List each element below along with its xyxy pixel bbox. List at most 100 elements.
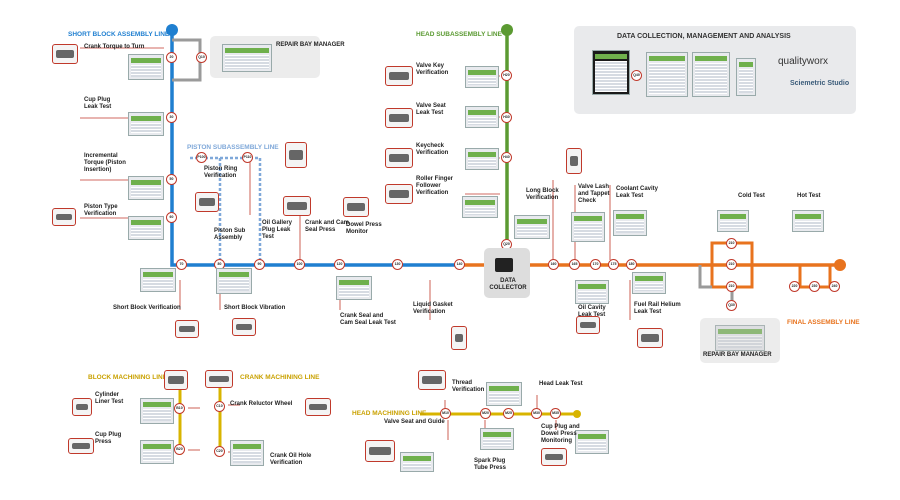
label-oil-cavity: Oil Cavity Leak Test <box>578 305 606 318</box>
label-crank-reluctor: Crank Reluctor Wheel <box>230 401 293 407</box>
shot-coolant <box>613 210 647 236</box>
repair-bay-screenshot <box>222 44 272 72</box>
shot-crank-oil <box>230 440 264 466</box>
label-cup-plug-dowel: Cup Plug and Dowel Press Monitoring <box>541 424 580 444</box>
part-valve-key <box>385 66 413 86</box>
node-180: 180 <box>626 259 637 270</box>
node-m25: M25 <box>503 408 514 419</box>
head-sub-title: HEAD SUBASSEMBLY LINE <box>416 31 502 38</box>
shot-piston-type <box>128 216 164 240</box>
node-70: 70 <box>176 259 187 270</box>
part-crankshaft <box>52 44 78 64</box>
repair-bay-panel-bottom <box>700 318 780 363</box>
short-block-title: SHORT BLOCK ASSEMBLY LINE <box>68 31 170 38</box>
shot-cup-plug-press <box>140 440 174 464</box>
part-piston-rings <box>195 192 219 212</box>
node-q30: Q30 <box>726 300 737 311</box>
shot-thread <box>486 382 522 406</box>
node-b10: B10 <box>174 403 185 414</box>
part-reluctor <box>305 398 331 416</box>
node-p100: P100 <box>196 152 207 163</box>
label-thread: Thread Verification <box>452 380 485 393</box>
node-130: 130 <box>392 259 403 270</box>
label-roller-finger: Roller Finger Follower Verification <box>416 176 454 196</box>
shot-fuel-rail <box>632 272 666 294</box>
part-vibration <box>232 318 256 336</box>
block-machining-title: BLOCK MACHINING LINE <box>88 374 168 381</box>
part-valve-lash <box>566 148 582 174</box>
label-valve-key: Valve Key Verification <box>416 63 449 76</box>
label-valve-seat-leak: Valve Seat Leak Test <box>416 103 446 116</box>
label-cylinder-liner: Cylinder Liner Test <box>95 392 124 405</box>
node-50: 50 <box>166 174 177 185</box>
label-spark-plug: Spark Plug Tube Press <box>474 458 506 471</box>
report-screenshot-3 <box>736 58 756 96</box>
label-valve-seat-guide: Valve Seat and Guide <box>384 419 445 425</box>
label-oil-gallery: Oil Gallery Plug Leak Test <box>262 220 293 240</box>
label-crank-cam-seal: Crank and Cam Seal Press <box>305 220 350 233</box>
part-roller <box>385 184 413 204</box>
label-coolant-cavity: Coolant Cavity Leak Test <box>616 186 659 199</box>
part-valve-seat <box>385 108 413 128</box>
label-incremental-torque: Incremental Torque (Piston Insertion) <box>84 153 126 173</box>
part-fuel-rail <box>637 328 663 348</box>
shot-hot-test <box>792 210 824 232</box>
data-collector-icon <box>495 258 513 272</box>
label-liquid-gasket: Liquid Gasket Verification <box>413 302 453 315</box>
node-m35: M35 <box>550 408 561 419</box>
data-collector-label: DATA COLLECTOR <box>489 278 527 291</box>
node-170: 170 <box>590 259 601 270</box>
label-repair-bay-bottom: REPAIR BAY MANAGER <box>703 352 772 358</box>
node-p110: P110 <box>242 152 253 163</box>
label-head-leak: Head Leak Test <box>539 381 583 387</box>
part-block <box>164 370 188 390</box>
part-thread <box>418 370 446 390</box>
node-q40: Q40 <box>631 70 642 81</box>
node-100: 100 <box>294 259 305 270</box>
shot-repair-bay-bottom <box>715 325 765 351</box>
shot-roller <box>462 196 498 218</box>
part-short-block <box>175 320 199 338</box>
sciemetric-logo: Sciemetric Studio <box>790 80 850 87</box>
shot-short-block-verif <box>140 268 176 292</box>
shot-keycheck <box>465 148 499 170</box>
node-60: 60 <box>166 212 177 223</box>
node-175: 175 <box>608 259 619 270</box>
shot-valve-seat <box>465 106 499 128</box>
part-seal <box>283 196 311 216</box>
node-140: 140 <box>454 259 465 270</box>
shot-valve-key <box>465 66 499 88</box>
part-cup-plug-dowel <box>541 448 567 466</box>
part-keycheck <box>385 148 413 168</box>
node-160: 160 <box>548 259 559 270</box>
shot-oil-cavity <box>575 280 609 304</box>
shot-crank-seal <box>336 276 372 300</box>
shot-short-block-vib <box>216 268 252 294</box>
label-crank-seal-leak: Crank Seal and Cam Seal Leak Test <box>340 313 396 326</box>
head-machining-title: HEAD MACHINING LINE <box>352 410 427 417</box>
node-220: 220 <box>789 281 800 292</box>
piston-sub-title: PISTON SUBASSEMBLY LINE <box>187 144 279 151</box>
shot-valve-lash <box>571 212 605 242</box>
label-keycheck: Keycheck Verification <box>416 143 449 156</box>
monitor-screen <box>592 50 630 95</box>
label-long-block: Long Block Verification <box>526 188 559 201</box>
label-piston-ring: Piston Ring Verification <box>204 166 238 179</box>
node-30: 30 <box>166 112 177 123</box>
label-cold-test: Cold Test <box>738 193 765 199</box>
node-230: 230 <box>809 281 820 292</box>
node-165: 165 <box>569 259 580 270</box>
shot-long-block <box>514 215 550 239</box>
part-oil-cavity <box>576 316 600 334</box>
node-h20: H20 <box>501 70 512 81</box>
node-210-top: 210 <box>726 238 737 249</box>
shot-crank-torque <box>128 54 164 80</box>
label-piston-type: Piston Type Verification <box>84 204 118 217</box>
label-fuel-rail: Fuel Rail Helium Leak Test <box>634 302 681 315</box>
part-valve-guide <box>365 440 395 462</box>
label-cup-plug-leak: Cup Plug Leak Test <box>84 97 112 110</box>
node-m20: M20 <box>480 408 491 419</box>
repair-bay-label-top: REPAIR BAY MANAGER <box>276 42 345 48</box>
label-piston-sub-assembly: Piston Sub Assembly <box>214 228 246 241</box>
